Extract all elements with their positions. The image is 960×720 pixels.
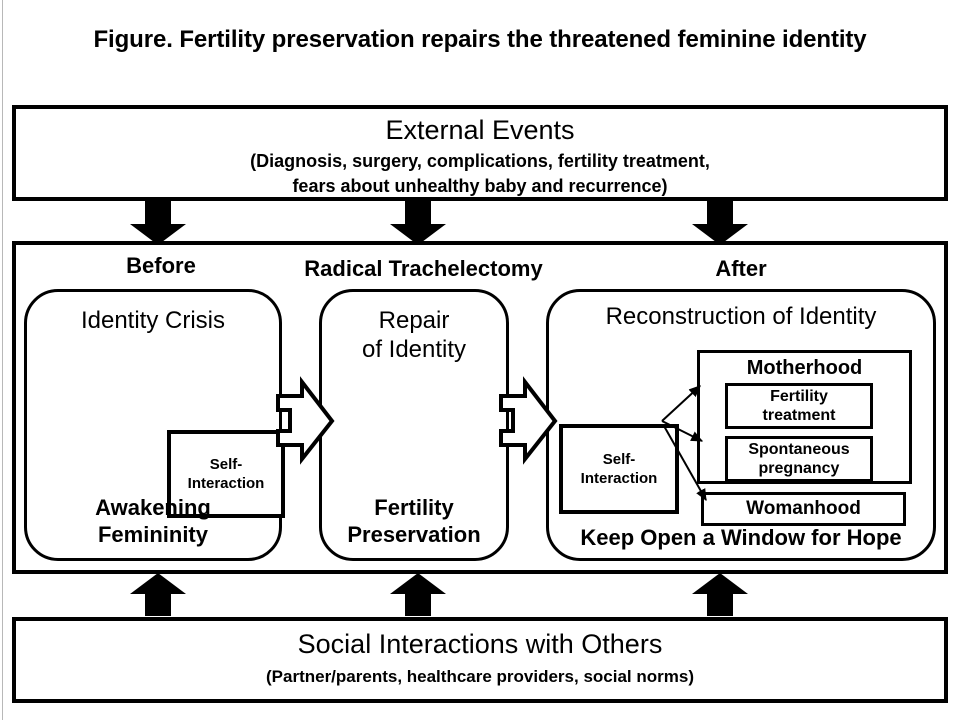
self-interaction-after-line2: Interaction [580,470,658,487]
stage-after-footer: Keep Open a Window for Hope [580,525,902,550]
up-arrow-during-icon [390,573,446,616]
stage-before-heading: Identity Crisis [80,307,226,334]
stage-repair-of-identity: Repair of Identity Fertility Preservatio… [319,289,509,561]
fertility-treatment-box: Fertility treatment [725,383,873,429]
stage-during-heading-line1: Repair [378,307,450,334]
stage-during-footer: Fertility Preservation [322,494,506,548]
stage-identity-crisis: Identity Crisis Self- Interaction Awaken… [24,289,285,561]
self-interaction-box-before: Self- Interaction [167,430,285,518]
up-arrow-before-icon [130,573,186,616]
social-interactions-subtitle: (Partner/parents, healthcare providers, … [266,667,694,686]
middle-panel-box: Before Radical Trachelectomy After Ident… [12,241,948,574]
stage-reconstruction-of-identity: Reconstruction of Identity Self- Interac… [546,289,936,561]
spontaneous-pregnancy-line1: Spontaneous [748,441,850,458]
phase-label-before: Before [126,253,196,278]
fertility-treatment-line2: treatment [762,407,836,424]
phase-label-radical-trachelectomy: Radical Trachelectomy [304,256,543,281]
stage-during-footer-line1: Fertility [374,495,454,520]
phase-label-after: After [715,256,767,281]
stage-after-heading: Reconstruction of Identity [605,303,877,330]
self-interaction-before-line1: Self- [209,456,243,473]
spontaneous-pregnancy-line2: pregnancy [758,460,840,477]
external-events-subtitle-line1: (Diagnosis, surgery, complications, fert… [250,151,710,171]
self-interaction-box-after: Self- Interaction [559,424,679,514]
external-events-title: External Events [385,115,575,145]
stage-before-footer-line2: Femininity [97,522,208,547]
womanhood-label: Womanhood [746,498,861,519]
down-arrow-before-icon [130,201,186,245]
stage-before-footer: Awakening Femininity [27,494,279,548]
external-events-subtitle-line2: fears about unhealthy baby and recurrenc… [292,176,668,196]
womanhood-box: Womanhood [701,492,906,526]
stage-before-footer-line1: Awakening [95,495,211,520]
external-events-box: External Events (Diagnosis, surgery, com… [12,105,948,201]
down-arrow-during-icon [390,201,446,245]
up-arrow-after-icon [692,573,748,616]
stage-during-footer-line2: Preservation [347,522,481,547]
motherhood-label: Motherhood [746,357,863,379]
down-arrow-after-icon [692,201,748,245]
social-interactions-title: Social Interactions with Others [297,629,663,659]
motherhood-group-box: Motherhood Fertility treatment Spontaneo… [697,350,912,484]
left-margin-rule [2,0,3,720]
fertility-treatment-line1: Fertility [770,388,828,405]
self-interaction-before-line2: Interaction [187,475,265,492]
figure-title: Figure. Fertility preservation repairs t… [93,26,867,53]
spontaneous-pregnancy-box: Spontaneous pregnancy [725,436,873,482]
stage-during-heading-line2: of Identity [361,336,467,363]
social-interactions-box: Social Interactions with Others (Partner… [12,617,948,703]
self-interaction-after-line1: Self- [602,451,636,468]
stage-during-heading: Repair of Identity [322,306,506,364]
external-events-subtitle: (Diagnosis, surgery, complications, fert… [16,149,944,199]
